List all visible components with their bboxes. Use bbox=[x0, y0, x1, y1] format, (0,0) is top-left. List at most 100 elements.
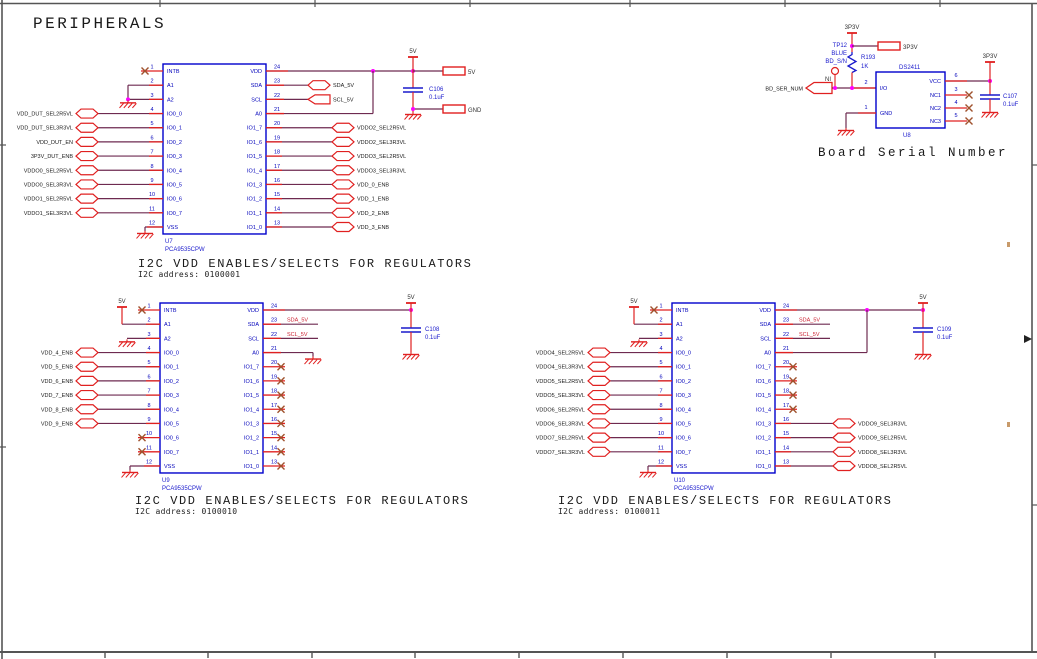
ic-body-U8[interactable] bbox=[875, 71, 946, 129]
pin-number: 16 bbox=[271, 417, 277, 423]
pin-number: 16 bbox=[274, 178, 280, 184]
net-name: BD_SER_NUM bbox=[765, 87, 803, 93]
no-connect-icon bbox=[277, 362, 285, 371]
pin-number: 1 bbox=[150, 65, 153, 71]
pin-name: VSS bbox=[167, 225, 178, 231]
no-connect-icon bbox=[277, 419, 285, 428]
pin-name: A1 bbox=[676, 322, 683, 328]
net-port-bidir[interactable] bbox=[75, 375, 99, 386]
net-port-bidir[interactable] bbox=[75, 404, 99, 415]
net-port-bidir[interactable] bbox=[331, 150, 355, 162]
net-port-bidir[interactable] bbox=[75, 389, 99, 401]
pin-number: 10 bbox=[149, 192, 155, 198]
ground-symbol bbox=[639, 472, 644, 478]
resistor[interactable] bbox=[846, 52, 858, 74]
net-port-bidir[interactable] bbox=[832, 418, 856, 429]
net-port-bidir[interactable] bbox=[587, 404, 611, 415]
net-port-bidir[interactable] bbox=[75, 193, 99, 204]
net-port-bidir[interactable] bbox=[75, 207, 99, 218]
no-connect-icon bbox=[650, 306, 658, 314]
net-port-bidir[interactable] bbox=[587, 361, 611, 372]
pin-number: 20 bbox=[271, 360, 277, 366]
net-port-bidir[interactable] bbox=[331, 179, 355, 190]
net-port-bidir[interactable] bbox=[75, 418, 99, 429]
net-port-bidir[interactable] bbox=[832, 432, 856, 443]
net-port-bidir[interactable] bbox=[75, 347, 99, 358]
net-port-bidir[interactable] bbox=[331, 193, 355, 204]
ground-symbol bbox=[140, 233, 146, 239]
testpoint-flag: NI bbox=[825, 77, 831, 83]
net-port-bidir[interactable] bbox=[587, 347, 611, 358]
net-port-bidir[interactable] bbox=[331, 165, 355, 176]
net-name: VDDO5_SEL2R5VL bbox=[536, 379, 585, 385]
pin-name: IO0_7 bbox=[164, 450, 179, 456]
power-net-label: 5V bbox=[409, 49, 416, 55]
ic-body-U9[interactable] bbox=[159, 302, 264, 474]
test-point[interactable] bbox=[830, 66, 840, 76]
offpage-connector[interactable] bbox=[442, 66, 466, 76]
ic-ref: U9 bbox=[162, 478, 170, 484]
capacitor-value: 0.1uF bbox=[937, 335, 953, 341]
pin-name: IO0_0 bbox=[167, 112, 182, 118]
pin-number: 21 bbox=[271, 346, 277, 352]
pin-name: IO1_2 bbox=[244, 436, 259, 442]
ground-symbol bbox=[985, 112, 991, 118]
ground-symbol bbox=[402, 354, 407, 360]
pin-name: IO1_1 bbox=[244, 450, 259, 456]
testpoint-label: TP12 bbox=[833, 43, 848, 49]
net-port-bidir[interactable] bbox=[75, 136, 99, 147]
net-port-bidir[interactable] bbox=[331, 207, 355, 218]
ground-symbol bbox=[841, 130, 847, 136]
pin-name: A2 bbox=[167, 97, 174, 103]
net-port-bidir[interactable] bbox=[832, 460, 856, 472]
net-port-bidir[interactable] bbox=[75, 179, 99, 190]
net-port-bidir[interactable] bbox=[331, 136, 355, 147]
ground-symbol bbox=[122, 342, 128, 348]
offpage-connector[interactable] bbox=[442, 104, 466, 114]
ground-symbol bbox=[126, 342, 132, 348]
zone-mark bbox=[1007, 242, 1010, 247]
net-name: VDDO5_SEL3R3VL bbox=[536, 393, 585, 399]
net-port-bidir[interactable] bbox=[75, 361, 99, 372]
net-port-bidir[interactable] bbox=[587, 389, 611, 401]
no-connect-icon bbox=[965, 117, 973, 125]
net-port-bidir[interactable] bbox=[331, 221, 355, 233]
net-port-bidir[interactable] bbox=[307, 80, 331, 91]
net-port-input[interactable] bbox=[804, 81, 833, 95]
pin-number: 1 bbox=[659, 304, 662, 310]
pin-name: VCC bbox=[929, 79, 941, 85]
ground-symbol bbox=[981, 112, 986, 118]
pin-number: 16 bbox=[783, 417, 789, 423]
pin-number: 11 bbox=[658, 445, 664, 451]
net-name: VDDO3_SEL2R5VL bbox=[357, 154, 406, 160]
net-name: VDDO0_SEL2R5VL bbox=[24, 168, 73, 174]
net-port-bidir[interactable] bbox=[75, 165, 99, 176]
ground-symbol bbox=[144, 233, 150, 239]
ground-symbol bbox=[914, 354, 919, 360]
net-port-input[interactable] bbox=[306, 94, 331, 105]
pin-name: IO0_4 bbox=[167, 168, 182, 174]
net-port-bidir[interactable] bbox=[587, 418, 611, 429]
net-port-bidir[interactable] bbox=[75, 150, 99, 162]
net-port-bidir[interactable] bbox=[832, 446, 856, 457]
net-port-bidir[interactable] bbox=[587, 446, 611, 457]
resistor-ref: R193 bbox=[861, 55, 876, 61]
ground-symbol bbox=[132, 103, 137, 109]
net-port-bidir[interactable] bbox=[331, 122, 355, 133]
pin-name: A1 bbox=[164, 322, 171, 328]
net-port-bidir[interactable] bbox=[587, 432, 611, 443]
net-port-bidir[interactable] bbox=[587, 375, 611, 386]
pin-number: 19 bbox=[271, 374, 277, 380]
net-name: VDDO7_SEL3R3VL bbox=[536, 450, 585, 456]
u10-caption: I2C VDD ENABLES/SELECTS FOR REGULATORS bbox=[558, 494, 892, 508]
ic-body-U10[interactable] bbox=[671, 302, 776, 474]
ground-symbol bbox=[127, 103, 133, 109]
net-port-bidir[interactable] bbox=[75, 108, 99, 119]
net-port-bidir[interactable] bbox=[75, 122, 99, 133]
pin-name: IO0_1 bbox=[167, 126, 182, 132]
offpage-connector[interactable] bbox=[877, 41, 901, 51]
ic-body-U7[interactable] bbox=[162, 63, 267, 235]
